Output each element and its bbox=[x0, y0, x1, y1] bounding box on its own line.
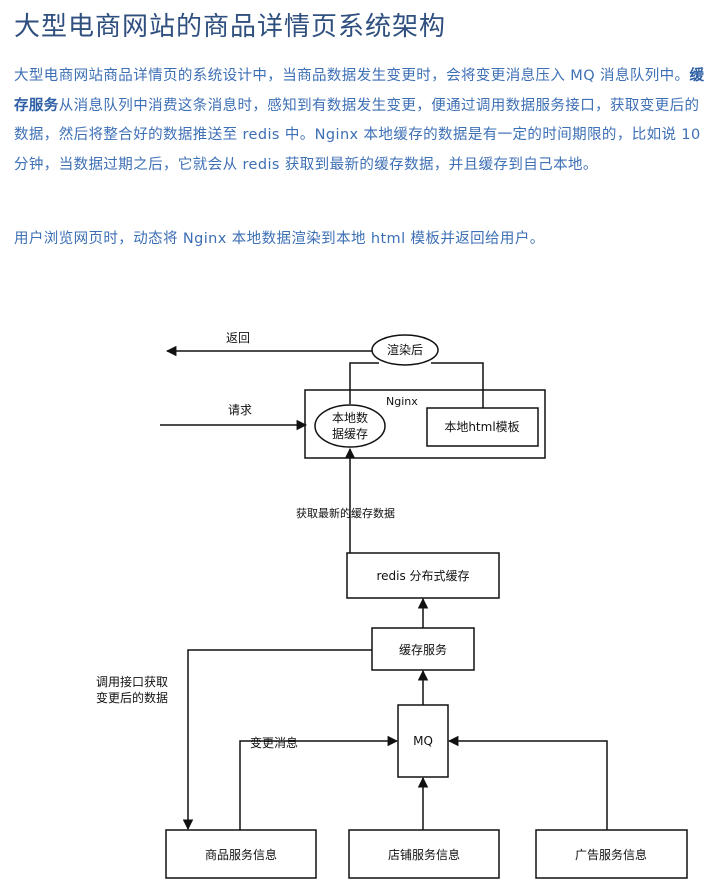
product-service-label: 商品服务信息 bbox=[205, 847, 277, 862]
product-service-box bbox=[165, 829, 317, 879]
intro-paragraph: 大型电商网站商品详情页的系统设计中，当商品数据发生变更时，会将变更消息压入 MQ… bbox=[14, 62, 706, 180]
template-to-render-connector bbox=[431, 362, 484, 408]
render-label: 渲染后 bbox=[387, 342, 423, 357]
render-paragraph: 用户浏览网页时，动态将 Nginx 本地数据渲染到本地 html 模板并返回给用… bbox=[14, 231, 545, 247]
mq-label: MQ bbox=[413, 734, 433, 748]
ad-service-box bbox=[535, 829, 688, 879]
request-label: 请求 bbox=[228, 403, 252, 417]
local-cache-label-line2: 据缓存 bbox=[332, 427, 368, 441]
intro-bold-term: 缓存服务 bbox=[14, 68, 705, 114]
cache-service-label: 缓存服务 bbox=[399, 642, 447, 657]
call-api-label-line1: 调用接口获取 bbox=[96, 674, 168, 689]
html-template-box bbox=[426, 407, 539, 447]
return-label: 返回 bbox=[226, 331, 250, 345]
ad-service-label: 广告服务信息 bbox=[575, 847, 647, 862]
call-api-label-line2: 变更后的数据 bbox=[96, 690, 168, 705]
cache-to-render-connector bbox=[349, 362, 379, 404]
intro-text-before: 大型电商网站商品详情页的系统设计中，当商品数据发生变更时，会将变更消息压入 MQ… bbox=[14, 68, 690, 84]
change-message-arrow bbox=[239, 735, 399, 830]
change-message-label: 变更消息 bbox=[250, 735, 298, 750]
store-service-label: 店铺服务信息 bbox=[388, 847, 460, 862]
ad-to-mq-arrow bbox=[447, 735, 608, 830]
redis-label: redis 分布式缓存 bbox=[376, 569, 469, 583]
page-title: 大型电商网站的商品详情页系统架构 bbox=[14, 12, 447, 42]
local-cache-label-line1: 本地数 bbox=[332, 410, 368, 425]
nginx-label: Nginx bbox=[386, 395, 418, 408]
intro-text-after: 从消息队列中消费这条消息时，感知到有数据发生变更，便通过调用数据服务接口，获取变… bbox=[14, 97, 701, 173]
local-cache-ellipse bbox=[314, 404, 386, 448]
render-ellipse bbox=[371, 334, 439, 366]
html-template-label: 本地html模板 bbox=[444, 420, 519, 434]
call-api-arrow bbox=[182, 649, 372, 831]
store-service-box bbox=[348, 829, 500, 879]
fetch-latest-label: 获取最新的缓存数据 bbox=[296, 506, 395, 520]
